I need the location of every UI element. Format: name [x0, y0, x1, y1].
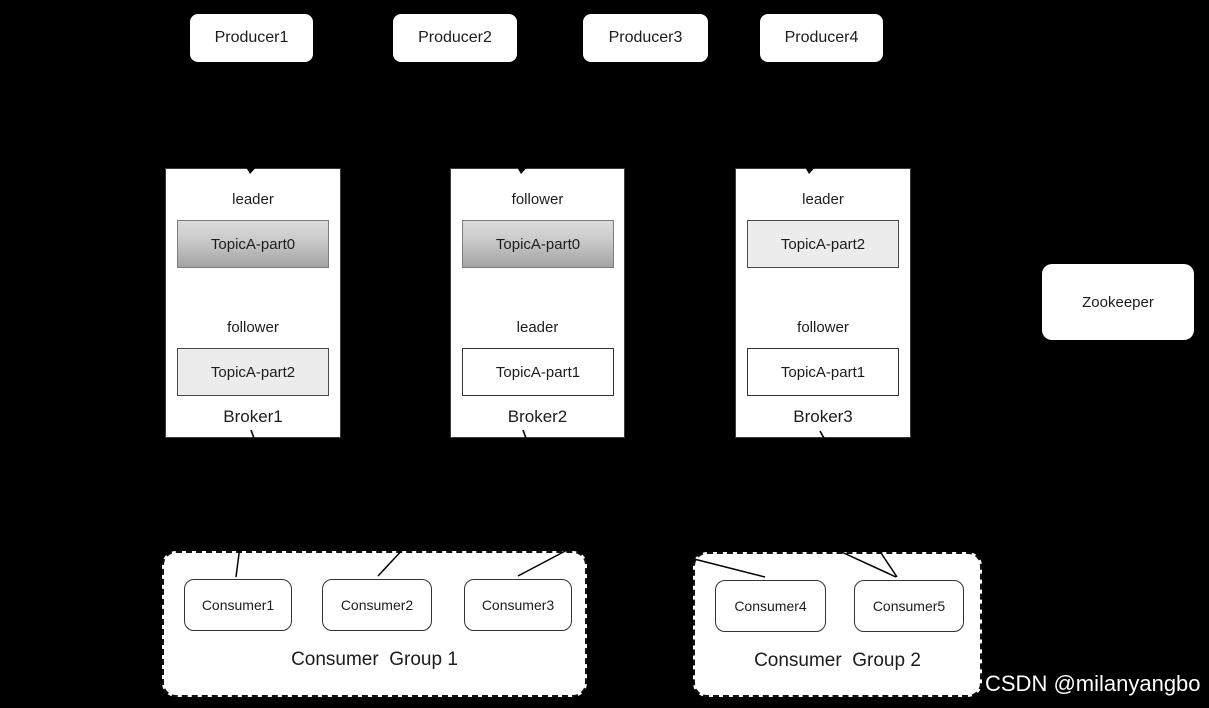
producer4-node: Producer4 [760, 14, 883, 62]
broker2-role-top: follower [511, 191, 564, 208]
broker2-role-bottom: leader [516, 319, 559, 336]
broker3-node: leader TopicA-part2 follower TopicA-part… [735, 168, 911, 438]
broker3-partition-bottom: TopicA-part1 [747, 348, 899, 396]
producer1-node: Producer1 [190, 14, 313, 62]
consumer-group-1: Consumer1 Consumer2 Consumer3 Consumer G… [162, 551, 587, 697]
broker1-node: leader TopicA-part0 follower TopicA-part… [165, 168, 341, 438]
consumer-group-1-label: Consumer Group 1 [291, 649, 458, 670]
producer2-node: Producer2 [393, 14, 517, 62]
zookeeper-node: Zookeeper [1042, 264, 1194, 340]
broker3-label: Broker3 [793, 407, 853, 426]
consumer-group-2: Consumer4 Consumer5 Consumer Group 2 [693, 552, 982, 697]
broker1-label: Broker1 [223, 407, 283, 426]
consumer5-node: Consumer5 [854, 580, 964, 632]
consumer2-node: Consumer2 [322, 579, 432, 631]
producer3-node: Producer3 [583, 14, 708, 62]
broker1-role-top: leader [232, 191, 274, 208]
consumer-group-2-label: Consumer Group 2 [754, 650, 921, 671]
broker2-node: follower TopicA-part0 leader TopicA-part… [450, 168, 625, 438]
broker2-partition-top: TopicA-part0 [462, 220, 614, 268]
csdn-watermark: CSDN @milanyangbo [985, 671, 1201, 696]
broker1-role-bottom: follower [227, 319, 279, 336]
broker1-partition-bottom: TopicA-part2 [177, 348, 329, 396]
consumer4-node: Consumer4 [715, 580, 826, 632]
consumer3-node: Consumer3 [464, 579, 572, 631]
consumer1-node: Consumer1 [184, 579, 292, 631]
broker3-role-top: leader [802, 191, 844, 208]
broker3-partition-top: TopicA-part2 [747, 220, 899, 268]
broker2-label: Broker2 [507, 407, 568, 426]
broker2-partition-bottom: TopicA-part1 [462, 348, 614, 396]
broker3-role-bottom: follower [797, 319, 849, 336]
broker1-partition-top: TopicA-part0 [177, 220, 329, 268]
